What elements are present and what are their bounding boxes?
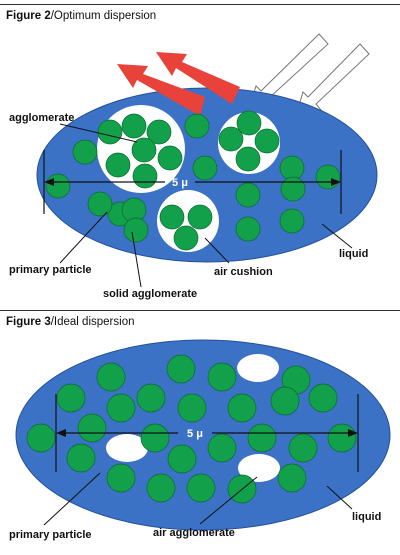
particle: [173, 225, 199, 251]
solid-agglomerate-label: solid agglomerate: [103, 288, 197, 300]
particle: [26, 423, 56, 453]
particle: [45, 173, 71, 199]
air-agglomerate: [237, 354, 279, 382]
particle: [97, 119, 123, 145]
particle: [140, 423, 170, 453]
particle: [236, 110, 262, 136]
air-agglomerates: [106, 354, 280, 482]
figure-2-title: /Optimum dispersion: [50, 10, 157, 22]
primary-particle-label: primary particle: [9, 264, 92, 276]
particle: [235, 216, 261, 242]
particle: [106, 463, 136, 493]
primary-particle-label: primary particle: [9, 529, 92, 541]
particle: [308, 383, 338, 413]
liquid-label: liquid: [352, 511, 381, 523]
primary-particles: [26, 354, 357, 504]
particle: [157, 145, 183, 171]
particle: [136, 383, 166, 413]
air-agglomerate-label: air agglomerate: [153, 527, 235, 539]
particle: [106, 393, 136, 423]
particle: [146, 473, 176, 503]
figure-3-header: Figure 3/Ideal dispersion: [0, 310, 400, 329]
outgoing-red-arrows: [117, 52, 240, 116]
particle: [270, 386, 300, 416]
agglomerate-label: agglomerate: [9, 112, 74, 124]
particle: [159, 204, 185, 230]
particle: [327, 423, 357, 453]
particle: [56, 383, 86, 413]
particle: [207, 362, 237, 392]
particle: [131, 137, 157, 163]
particle: [121, 113, 147, 139]
leader-lines: [59, 123, 353, 288]
particle: [280, 176, 306, 202]
air-agglomerate: [238, 454, 280, 482]
particle: [77, 413, 107, 443]
particle: [166, 354, 196, 384]
figure-2-diagram: 5 μ agglomerate primary particle solid a…: [9, 33, 378, 300]
particle: [288, 433, 318, 463]
size-label: 5 μ: [187, 428, 203, 440]
particle: [105, 152, 131, 178]
figure-3-number: Figure 3: [6, 316, 51, 328]
figure-3-title: /Ideal dispersion: [50, 316, 135, 328]
red-arrow-2: [156, 52, 240, 104]
particle: [132, 163, 158, 189]
particle: [315, 164, 341, 190]
particle: [72, 139, 98, 165]
particle: [235, 146, 261, 172]
red-arrow-1: [117, 64, 205, 116]
particle: [235, 182, 261, 208]
particle: [227, 393, 257, 423]
particle: [187, 204, 213, 230]
particle: [247, 423, 277, 453]
figure-2-header: Figure 2/Optimum dispersion: [0, 4, 400, 23]
particle: [184, 113, 210, 139]
particle: [66, 443, 96, 473]
particle: [146, 119, 172, 145]
particle: [87, 191, 113, 217]
particle: [123, 217, 149, 243]
air-cushion-label: air cushion: [214, 266, 273, 278]
figure-2-number: Figure 2: [6, 10, 51, 22]
particle: [277, 463, 307, 493]
particle: [186, 473, 216, 503]
particle: [167, 444, 197, 474]
leader-lines: [43, 472, 353, 526]
particle: [254, 128, 280, 154]
particle: [192, 155, 218, 181]
particle: [207, 433, 237, 463]
liquid-label: liquid: [339, 248, 368, 260]
particle: [279, 208, 305, 234]
particle: [177, 393, 207, 423]
particle: [96, 362, 126, 392]
air-agglomerate: [106, 434, 148, 462]
size-dimension-line: [43, 150, 342, 214]
particle: [218, 126, 244, 152]
figure-3-diagram: 5 μ primary particle air agglomerate liq…: [9, 339, 391, 541]
size-label: 5 μ: [172, 177, 188, 189]
size-dimension-line: [55, 394, 359, 472]
particle: [279, 155, 305, 181]
